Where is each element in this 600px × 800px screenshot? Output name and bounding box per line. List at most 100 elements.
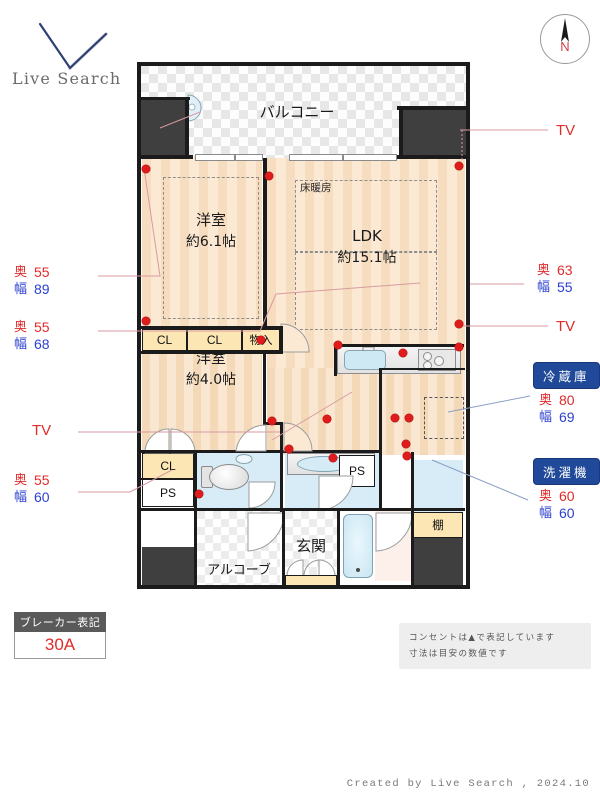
storage-cl-2: CL	[187, 329, 242, 351]
wall-outer-left	[137, 62, 141, 589]
wall-hall-left	[280, 422, 283, 512]
door-entrance-outer-icon	[247, 512, 285, 552]
brand-logo: Live Search	[10, 22, 140, 92]
outlet-9	[268, 417, 276, 425]
breaker-box: ブレーカー表記 30A	[14, 612, 106, 659]
outlet-1	[142, 165, 150, 173]
window-ldk-a	[289, 154, 343, 161]
wall-balcony-partition	[185, 98, 189, 158]
outlet-18	[257, 336, 265, 344]
toilet-bowl	[209, 464, 249, 490]
wall-alcove-right	[282, 508, 285, 586]
outlet-4	[142, 317, 150, 325]
wall-balcony-divider-right	[397, 155, 467, 159]
tv-label-right-1: TV	[556, 122, 576, 139]
compass-needle-icon	[561, 18, 569, 42]
room-label-ldk: LDK 約15.1帖	[337, 227, 397, 266]
storage-cl-3: CL	[142, 453, 194, 479]
refrigerator-tag: 冷蔵庫	[533, 362, 600, 389]
wall-balcony-divider-left	[137, 155, 193, 159]
dark-block-right	[413, 538, 463, 586]
washer-tag: 洗濯機	[533, 458, 600, 485]
closet-doors-icon	[144, 428, 196, 454]
outlet-11	[391, 414, 399, 422]
room-label-bedroom1: 洋室 約6.1帖	[185, 211, 237, 250]
door-bath-icon	[375, 512, 413, 552]
faucet-icon	[362, 346, 375, 351]
storage-tana: 棚	[413, 512, 463, 538]
outlet-7	[399, 349, 407, 357]
alcove-label: アルコーブ	[207, 563, 271, 578]
outlet-2	[265, 172, 273, 180]
outlet-15	[403, 452, 411, 460]
window-ldk-b	[343, 154, 397, 161]
window-bedroom1-a	[195, 154, 235, 161]
breaker-title: ブレーカー表記	[14, 612, 106, 632]
kitchen-wall-top	[334, 344, 464, 347]
wall-monoire-right	[280, 326, 283, 354]
floorheating-guide-a	[295, 180, 437, 252]
bath-drain-icon	[356, 568, 360, 572]
shoe-cabinet-doors-icon	[286, 559, 336, 577]
wall-toilet-left	[194, 450, 197, 586]
floor-heating-label: 床暖房	[300, 182, 332, 194]
compass-rose: N	[540, 14, 590, 64]
tv-label-left: TV	[32, 422, 52, 439]
storage-cl-1: CL	[142, 329, 187, 351]
outlet-10	[323, 415, 331, 423]
wall-ps-top	[140, 478, 197, 480]
blank-room	[142, 511, 194, 547]
outlet-8	[455, 343, 463, 351]
wall-ldk-right-lower	[379, 368, 382, 510]
door-bedroom2-icon	[235, 424, 267, 452]
wall-shelf-left	[411, 452, 414, 586]
outlet-16	[329, 454, 337, 462]
balcony-right-block	[402, 110, 467, 158]
shelf-area-floor	[413, 460, 463, 512]
window-bedroom1-b	[235, 154, 263, 161]
wall-balcony-partition-top	[140, 97, 190, 100]
outlet-5	[455, 320, 463, 328]
door-ldk-hall-icon	[280, 323, 310, 353]
wall-toilet-bottom	[140, 508, 282, 511]
balcony-label: バルコニー	[259, 103, 335, 121]
outlet-14	[402, 440, 410, 448]
checkmark-icon	[38, 22, 108, 70]
door-washroom-icon	[318, 475, 354, 511]
legend-note: コンセントは▲で表記しています 寸法は目安の数値です	[399, 623, 591, 670]
outlet-6	[334, 341, 342, 349]
burner-1-icon	[423, 352, 432, 361]
wall-bedroom2-ldk	[263, 354, 266, 424]
footer-credit: Created by Live Search , 2024.10	[346, 778, 590, 790]
dark-block-left	[142, 547, 194, 586]
burner-3-icon	[434, 356, 444, 366]
wall-outer-top	[137, 62, 470, 66]
storage-ps-1: PS	[142, 479, 194, 507]
entrance-label: 玄関	[295, 537, 326, 555]
kitchen-wall-left	[334, 344, 337, 376]
note-line-2: 寸法は目安の数値です	[409, 649, 509, 660]
wall-closet-top	[140, 326, 282, 329]
outlet-12	[405, 414, 413, 422]
floor-plan: バルコニー 床暖房 洋室 約6.1帖 LDK 約15.1帖 洋室 約4.0帖	[137, 62, 470, 589]
toilet-handwash-icon	[235, 454, 253, 464]
bathtub	[343, 514, 373, 578]
wall-bedroom2-bottom	[140, 450, 282, 453]
breaker-value: 30A	[14, 632, 106, 659]
wall-ldk-kitchen-bottom	[379, 368, 465, 370]
wall-entrance-top	[282, 508, 465, 511]
wall-balcony-step	[397, 106, 467, 110]
wall-closet-bottom	[140, 351, 282, 354]
wall-between-bedroom1-ldk	[263, 158, 267, 328]
wall-entrance-right	[337, 508, 340, 586]
balcony-drain-icon	[187, 94, 202, 122]
compass-north-label: N	[560, 39, 570, 54]
